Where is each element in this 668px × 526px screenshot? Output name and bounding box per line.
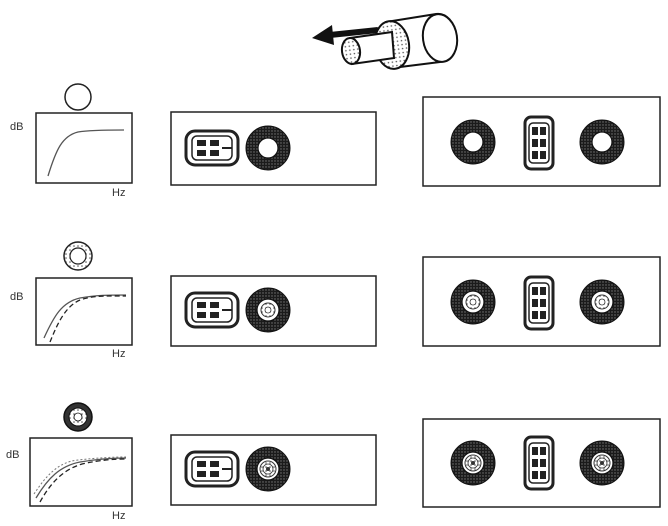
hz-axis-label: Hz xyxy=(112,510,125,522)
dual-ear-panel xyxy=(422,256,661,347)
tip-cross-section-icon xyxy=(64,83,92,111)
frequency-response-graph: dB Hz xyxy=(10,112,133,199)
dual-ear-panel xyxy=(422,418,661,508)
single-ear-panel xyxy=(170,275,377,347)
db-axis-label: dB xyxy=(6,449,19,461)
foam-tip-illustration xyxy=(312,12,459,70)
hz-axis-label: Hz xyxy=(112,187,125,199)
single-ear-panel xyxy=(170,111,377,186)
tip-cross-section-icon xyxy=(63,241,93,271)
row-1: dB Hz xyxy=(10,83,661,199)
arrow-left-icon xyxy=(312,25,379,45)
frequency-response-graph: dB Hz xyxy=(6,437,133,522)
dual-ear-panel xyxy=(422,96,661,187)
tip-cross-section-icon xyxy=(63,402,93,432)
db-axis-label: dB xyxy=(10,121,23,133)
row-3: dB Hz xyxy=(6,402,661,522)
row-2: dB Hz xyxy=(10,241,661,360)
db-axis-label: dB xyxy=(10,291,23,303)
single-ear-panel xyxy=(170,434,377,506)
hz-axis-label: Hz xyxy=(112,348,125,360)
frequency-response-graph: dB Hz xyxy=(10,277,133,360)
